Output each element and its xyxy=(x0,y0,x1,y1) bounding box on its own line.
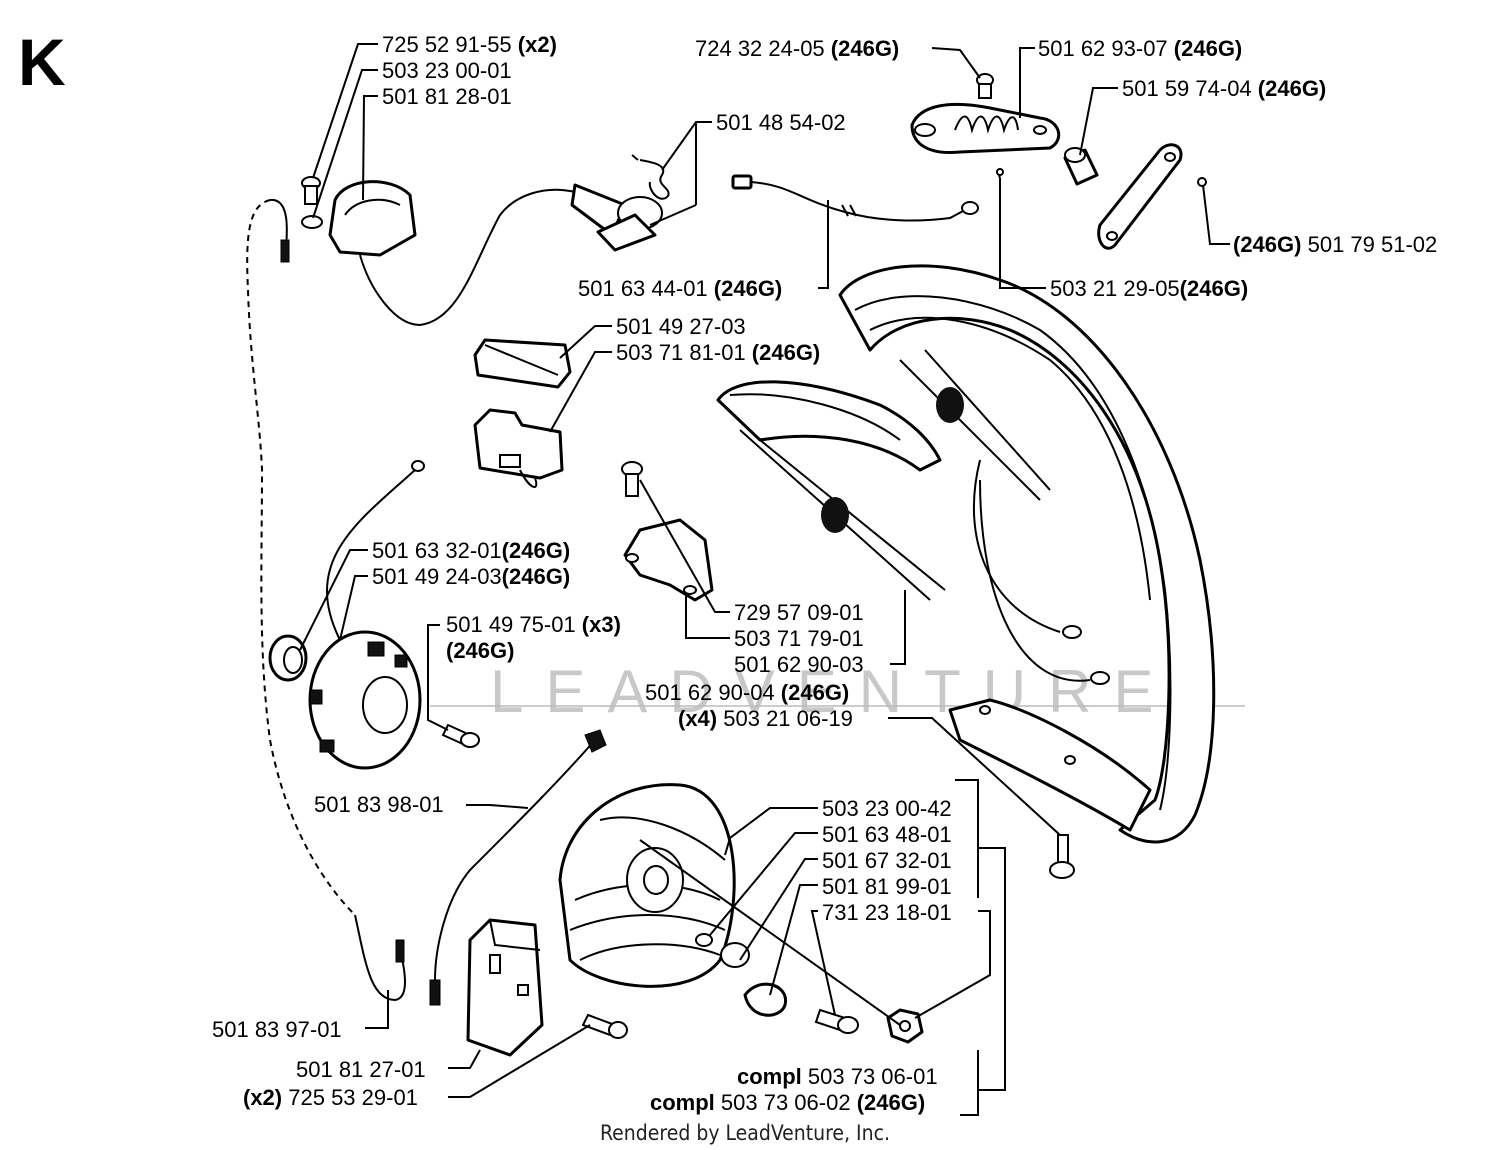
seal-ring xyxy=(268,634,308,682)
ground-wire-short xyxy=(731,174,979,222)
part-label: 501 63 32-01(246G) xyxy=(372,538,570,563)
part-label: 501 83 97-01 xyxy=(212,1017,342,1042)
leader-lines xyxy=(299,43,1230,1116)
rear-handle-tube xyxy=(716,380,946,601)
bottom-plate xyxy=(948,698,1152,832)
part-label: 503 23 00-42 xyxy=(822,796,952,821)
flywheel-spring xyxy=(720,942,750,968)
part-label: (246G) xyxy=(446,638,514,663)
part-label: 501 67 32-01 xyxy=(822,848,952,873)
part-label: 725 52 91-55 (x2) xyxy=(382,32,557,57)
bracket-screw xyxy=(621,461,643,497)
part-label: 501 49 75-01 (x3) xyxy=(446,612,621,637)
bottom-plate-screw xyxy=(1049,834,1075,879)
ignition-coil-cover xyxy=(328,180,576,327)
part-label: 501 62 90-04 (246G) xyxy=(645,680,849,705)
module-screw xyxy=(441,723,480,748)
part-label: 501 63 48-01 xyxy=(822,822,952,847)
part-label: 501 81 27-01 xyxy=(296,1057,426,1082)
flywheel-nut xyxy=(886,1008,924,1044)
section-letter: K xyxy=(18,25,66,99)
part-label: 501 62 90-03 xyxy=(734,652,864,677)
part-label: 501 81 99-01 xyxy=(822,874,952,899)
switch-housing xyxy=(473,408,564,488)
part-label: compl 503 73 06-02 (246G) xyxy=(650,1090,925,1115)
ground-wire-dashed xyxy=(246,198,406,1002)
part-label: 503 21 29-05(246G) xyxy=(1050,276,1248,301)
part-label: (x4) 503 21 06-19 xyxy=(678,706,853,731)
part-label: 501 59 74-04 (246G) xyxy=(1122,76,1326,101)
part-label: (246G) 501 79 51-02 xyxy=(1233,232,1437,257)
part-label: 503 23 00-01 xyxy=(382,58,512,83)
mounting-plate xyxy=(1097,143,1207,250)
coil-box-screw xyxy=(581,1013,628,1039)
screw-with-washer xyxy=(301,176,323,229)
part-label: 729 57 09-01 xyxy=(734,600,864,625)
switch-wires xyxy=(972,459,1110,685)
ignition-cable xyxy=(429,729,607,1006)
part-label: 503 71 81-01 (246G) xyxy=(616,340,820,365)
part-label: 731 23 18-01 xyxy=(822,900,952,925)
part-label: 501 62 93-07 (246G) xyxy=(1038,36,1242,61)
starter-pawl xyxy=(743,982,787,1017)
footer-credit: Rendered by LeadVenture, Inc. xyxy=(600,1121,890,1145)
part-label: compl 503 73 06-01 xyxy=(737,1064,938,1089)
part-label: 503 71 79-01 xyxy=(734,626,864,651)
ignition-module xyxy=(308,460,425,770)
handle-heat-shield xyxy=(910,73,1061,179)
part-label: 501 49 27-03 xyxy=(616,314,746,339)
flywheel-washer xyxy=(695,933,713,947)
ignition-coil-box xyxy=(466,918,544,1057)
part-label: 501 63 44-01 (246G) xyxy=(578,276,782,301)
handlebar xyxy=(838,264,1216,844)
spark-plug-boot xyxy=(570,154,670,252)
part-labels: 725 52 91-55 (x2) 503 23 00-01 501 81 28… xyxy=(212,32,1437,1115)
part-label: 501 48 54-02 xyxy=(716,110,846,135)
flywheel xyxy=(558,783,736,988)
part-label: 724 32 24-05 (246G) xyxy=(695,36,899,61)
pawl-screw xyxy=(814,1008,859,1034)
part-label: 501 49 24-03(246G) xyxy=(372,564,570,589)
part-label: 501 81 28-01 xyxy=(382,84,512,109)
switch-bracket xyxy=(623,518,714,602)
part-label: (x2) 725 53 29-01 xyxy=(243,1085,418,1110)
part-label: 501 83 98-01 xyxy=(314,792,444,817)
av-rubber-block xyxy=(473,338,572,389)
